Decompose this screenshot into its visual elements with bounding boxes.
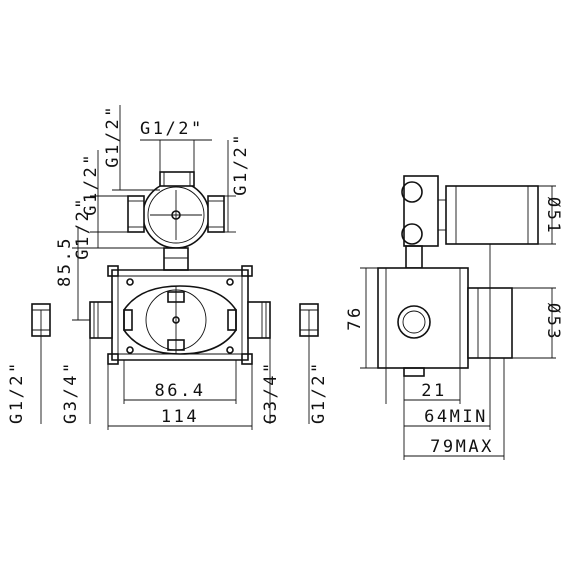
side-dimensions [360,185,556,460]
label-bottom-right-outer: G1/2" [309,360,329,424]
upper-valve [127,171,225,271]
side-view [377,175,539,377]
label-bottom-right-inner: G3/4" [261,360,281,424]
bottom-dimensions [107,360,253,430]
label-side-64: 64MIN [424,407,488,427]
top-dimensions [72,105,236,321]
label-top-left-vert: G1/2" [103,104,123,168]
label-width-114: 114 [161,407,199,427]
loose-fittings [31,303,319,424]
label-side-21: 21 [421,381,446,401]
label-side-height: 76 [345,305,365,330]
mounting-box [89,265,271,365]
label-height-85: 85.5 [55,236,75,287]
label-top-right-vert: G1/2" [231,132,251,196]
label-bottom-left-inner: G3/4" [61,360,81,424]
label-side-79: 79MAX [430,437,494,457]
label-top-horiz: G1/2" [140,119,204,139]
label-bottom-left-outer: G1/2" [7,360,27,424]
label-dia-53: Ø53 [543,303,563,341]
label-mid-left-vert-b: G1/2" [73,196,93,260]
label-mid-left-vert-a: G1/2" [81,152,101,216]
label-width-86: 86.4 [155,381,206,401]
label-dia-51: Ø51 [543,197,563,235]
